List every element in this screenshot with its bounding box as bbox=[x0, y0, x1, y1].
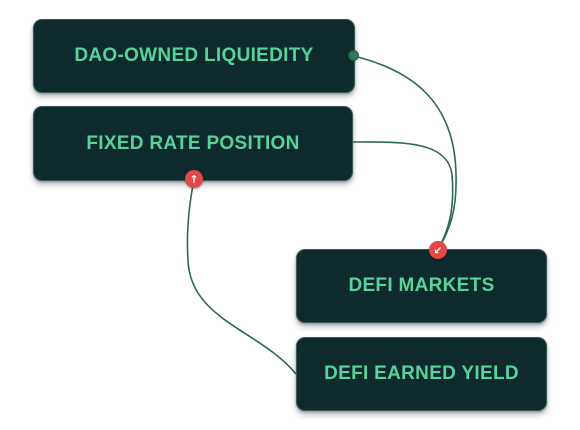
node-fixed-rate-position[interactable]: FIXED RATE POSITION bbox=[33, 106, 353, 181]
node-defi-earned-yield[interactable]: DEFI EARNED YIELD bbox=[296, 337, 547, 411]
node-label: DEFI EARNED YIELD bbox=[324, 363, 519, 384]
arrow-down-left-icon[interactable]: ↙ bbox=[429, 241, 447, 259]
edge-fixed-to-markets[interactable] bbox=[352, 141, 454, 250]
node-label: DAO-OWNED LIQUIEDITY bbox=[74, 45, 314, 66]
node-label: FIXED RATE POSITION bbox=[86, 132, 300, 154]
node-label: DEFI MARKETS bbox=[348, 275, 495, 296]
arrow-up-icon[interactable]: ↑ bbox=[185, 170, 203, 188]
node-dao-owned-liquidity[interactable]: DAO-OWNED LIQUIEDITY bbox=[33, 19, 355, 93]
edge-dao-to-markets[interactable] bbox=[353, 55, 457, 250]
dot-handle-icon[interactable] bbox=[348, 50, 359, 61]
edge-yield-to-fixed[interactable] bbox=[186, 179, 297, 375]
node-defi-markets[interactable]: DEFI MARKETS bbox=[296, 249, 547, 323]
